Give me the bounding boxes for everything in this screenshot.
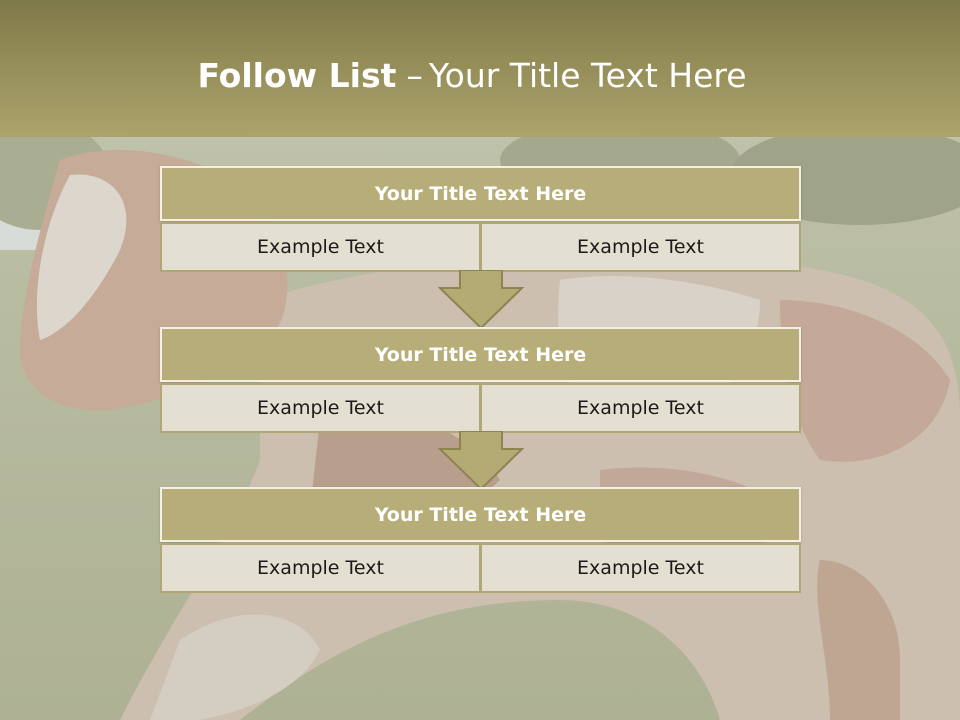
step-cell-left: Example Text [160,222,481,272]
slide-title-dash: – [406,56,423,95]
step-cell-right: Example Text [481,222,801,272]
step-block-3: Your Title Text Here Example Text Exampl… [160,487,801,593]
slide-title-rest: Your Title Text Here [428,56,747,95]
step-cell-right: Example Text [481,383,801,433]
step-cell-right: Example Text [481,543,801,593]
title-band [0,0,960,137]
slide-title: Follow List–Your Title Text Here [0,52,944,100]
down-arrow-icon [438,431,524,491]
down-arrow-icon [438,270,524,330]
step-block-2: Your Title Text Here Example Text Exampl… [160,327,801,433]
step-cell-left: Example Text [160,383,481,433]
step-title: Your Title Text Here [160,487,801,542]
step-cell-left: Example Text [160,543,481,593]
step-block-1: Your Title Text Here Example Text Exampl… [160,166,801,272]
slide-title-bold: Follow List [197,56,397,95]
step-title: Your Title Text Here [160,166,801,221]
step-row: Example Text Example Text [160,383,801,433]
step-row: Example Text Example Text [160,543,801,593]
step-row: Example Text Example Text [160,222,801,272]
step-title: Your Title Text Here [160,327,801,382]
